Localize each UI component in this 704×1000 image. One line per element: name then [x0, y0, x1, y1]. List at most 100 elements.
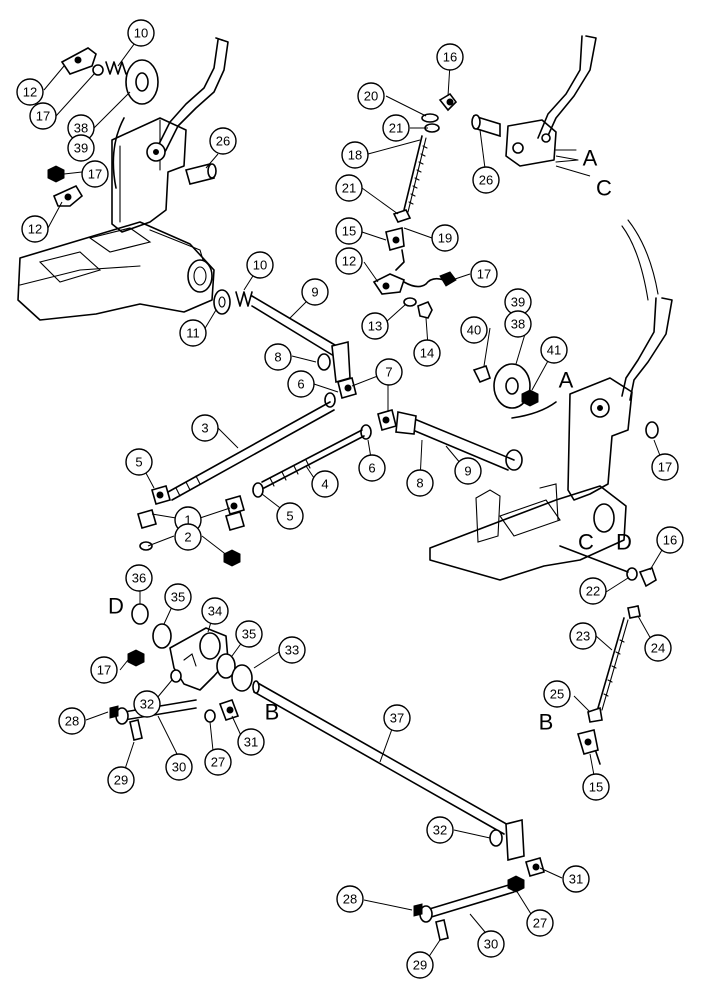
callout-40: 40: [460, 316, 488, 344]
top-right-lever-assembly: [372, 35, 597, 319]
ref-letter-a: A: [559, 368, 574, 393]
svg-text:23: 23: [576, 629, 590, 644]
svg-text:29: 29: [114, 773, 128, 788]
callout-30: 30: [165, 753, 193, 781]
svg-text:8: 8: [416, 476, 423, 491]
svg-text:14: 14: [420, 346, 434, 361]
svg-text:25: 25: [550, 687, 564, 702]
callout-9: 9: [301, 278, 329, 306]
callout-5: 5: [125, 448, 153, 476]
svg-text:19: 19: [438, 231, 452, 246]
svg-text:17: 17: [658, 460, 672, 475]
callout-12: 12: [16, 78, 44, 106]
callout-32: 32: [426, 816, 454, 844]
svg-text:27: 27: [211, 755, 225, 770]
callout-6: 6: [358, 454, 386, 482]
ref-letter-b: B: [265, 700, 280, 725]
callout-36: 36: [125, 564, 153, 592]
callout-39: 39: [67, 134, 95, 162]
svg-text:32: 32: [433, 823, 447, 838]
callout-25: 25: [543, 680, 571, 708]
svg-text:1: 1: [184, 513, 191, 528]
svg-text:30: 30: [172, 760, 186, 775]
callout-3: 3: [191, 414, 219, 442]
callout-29: 29: [107, 766, 135, 794]
callout-30: 30: [477, 930, 505, 958]
svg-text:5: 5: [135, 455, 142, 470]
ref-letter-d: D: [616, 530, 632, 555]
svg-text:9: 9: [311, 285, 318, 300]
svg-text:21: 21: [389, 121, 403, 136]
svg-text:9: 9: [464, 464, 471, 479]
svg-text:17: 17: [36, 109, 50, 124]
callout-20: 20: [357, 82, 385, 110]
callout-7: 7: [375, 358, 403, 386]
svg-text:20: 20: [364, 89, 378, 104]
callout-31: 31: [237, 728, 265, 756]
callout-35: 35: [235, 620, 263, 648]
callout-21: 21: [335, 174, 363, 202]
callout-21: 21: [382, 114, 410, 142]
svg-text:6: 6: [297, 377, 304, 392]
callout-17: 17: [651, 453, 679, 481]
callout-22: 22: [579, 577, 607, 605]
callout-16: 16: [656, 526, 684, 554]
svg-text:41: 41: [547, 343, 561, 358]
svg-text:18: 18: [348, 148, 362, 163]
callout-8: 8: [406, 469, 434, 497]
callout-27: 27: [204, 748, 232, 776]
svg-text:16: 16: [663, 533, 677, 548]
callout-19: 19: [431, 224, 459, 252]
svg-text:33: 33: [285, 643, 299, 658]
svg-text:15: 15: [342, 224, 356, 239]
svg-text:38: 38: [511, 317, 525, 332]
callout-4: 4: [311, 470, 339, 498]
callout-23: 23: [569, 622, 597, 650]
svg-text:13: 13: [368, 319, 382, 334]
callout-17: 17: [81, 160, 109, 188]
svg-text:32: 32: [140, 697, 154, 712]
callout-13: 13: [361, 312, 389, 340]
svg-text:29: 29: [413, 958, 427, 973]
svg-text:31: 31: [244, 735, 258, 750]
callout-17: 17: [90, 656, 118, 684]
ref-letter-b: B: [539, 710, 554, 735]
svg-text:12: 12: [28, 222, 42, 237]
top-left-frame-assembly: [17, 37, 229, 321]
svg-text:15: 15: [589, 780, 603, 795]
svg-text:35: 35: [242, 627, 256, 642]
callout-29: 29: [406, 951, 434, 979]
callout-10: 10: [127, 19, 155, 47]
svg-text:17: 17: [477, 267, 491, 282]
callout-8: 8: [264, 343, 292, 371]
callout-12: 12: [335, 247, 363, 275]
callout-17: 17: [29, 102, 57, 130]
callout-9: 9: [454, 457, 482, 485]
lower-linkage: [109, 603, 545, 941]
callout-10: 10: [246, 251, 274, 279]
callout-5: 5: [276, 502, 304, 530]
callout-14: 14: [413, 339, 441, 367]
ref-letter-c: C: [578, 530, 594, 555]
callout-34: 34: [201, 597, 229, 625]
svg-text:30: 30: [484, 937, 498, 952]
svg-text:21: 21: [342, 181, 356, 196]
callout-16: 16: [436, 43, 464, 71]
svg-text:35: 35: [171, 590, 185, 605]
svg-text:3: 3: [201, 421, 208, 436]
svg-text:26: 26: [479, 173, 493, 188]
callout-12: 12: [21, 215, 49, 243]
callout-17: 17: [470, 260, 498, 288]
svg-text:39: 39: [74, 141, 88, 156]
svg-text:26: 26: [216, 134, 230, 149]
svg-text:10: 10: [253, 258, 267, 273]
svg-text:7: 7: [385, 365, 392, 380]
callout-15: 15: [335, 217, 363, 245]
svg-text:36: 36: [132, 571, 146, 586]
reference-letters: A C A C D D B B: [108, 146, 632, 735]
svg-text:39: 39: [511, 295, 525, 310]
svg-text:38: 38: [74, 121, 88, 136]
callout-24: 24: [644, 634, 672, 662]
svg-text:24: 24: [651, 641, 665, 656]
